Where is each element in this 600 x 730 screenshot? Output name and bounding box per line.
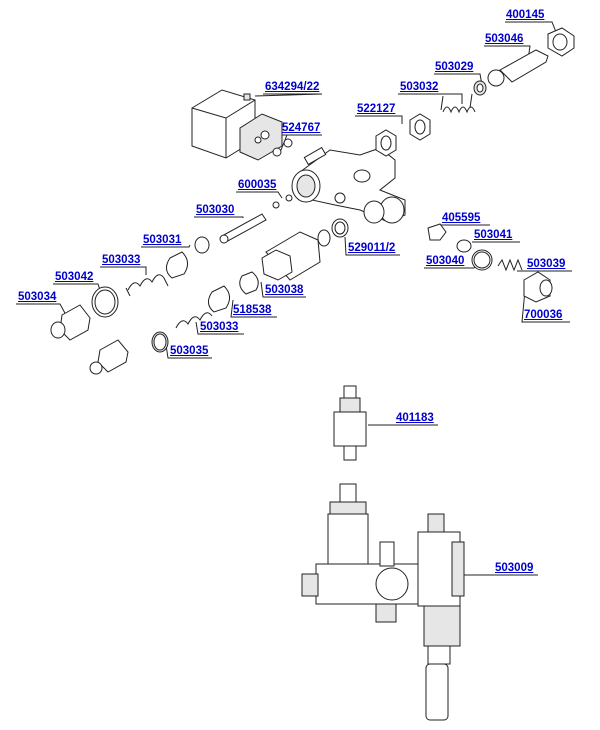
part-link-634294-22[interactable]: 634294/22 [265, 81, 320, 93]
valve-body-part [291, 146, 406, 224]
part-link-503033-lower[interactable]: 503033 [200, 321, 239, 333]
part-link-503042[interactable]: 503042 [55, 271, 94, 283]
part-link-503038[interactable]: 503038 [265, 284, 304, 296]
part-link-401183[interactable]: 401183 [396, 412, 434, 424]
part-link-503033-upper[interactable]: 503033 [102, 254, 141, 266]
part-link-522127[interactable]: 522127 [357, 103, 396, 115]
solenoid-coil-part [191, 89, 283, 161]
part-link-503046[interactable]: 503046 [485, 33, 524, 45]
part-link-503032[interactable]: 503032 [400, 81, 439, 93]
plunger-503030-part [219, 213, 267, 244]
part-link-503009[interactable]: 503009 [495, 562, 534, 574]
valve-401183-part [333, 385, 367, 461]
leader-lines [16, 21, 572, 576]
part-link-700036[interactable]: 700036 [524, 309, 563, 321]
part-link-503039[interactable]: 503039 [527, 258, 566, 270]
part-link-518538[interactable]: 518538 [233, 304, 272, 316]
fitting-503034-part [50, 304, 91, 341]
part-link-600035[interactable]: 600035 [238, 179, 277, 191]
part-link-524767[interactable]: 524767 [282, 122, 321, 134]
part-link-405595[interactable]: 405595 [442, 212, 481, 224]
part-link-503041[interactable]: 503041 [474, 229, 513, 241]
part-link-503040[interactable]: 503040 [426, 255, 465, 267]
valve-stem-part [487, 49, 549, 87]
part-link-503029[interactable]: 503029 [435, 61, 474, 73]
part-link-400145[interactable]: 400145 [506, 9, 545, 21]
fitting-lower-left-part [89, 339, 129, 375]
part-link-503034[interactable]: 503034 [18, 291, 57, 303]
nut-fitting-part [261, 229, 331, 281]
part-link-503031[interactable]: 503031 [143, 234, 182, 246]
assembly-503009-part [301, 483, 465, 721]
part-link-529011-2[interactable]: 529011/2 [348, 242, 396, 254]
part-link-503030[interactable]: 503030 [196, 204, 235, 216]
fitting-700036-part [523, 271, 553, 303]
part-link-503035[interactable]: 503035 [170, 345, 209, 357]
